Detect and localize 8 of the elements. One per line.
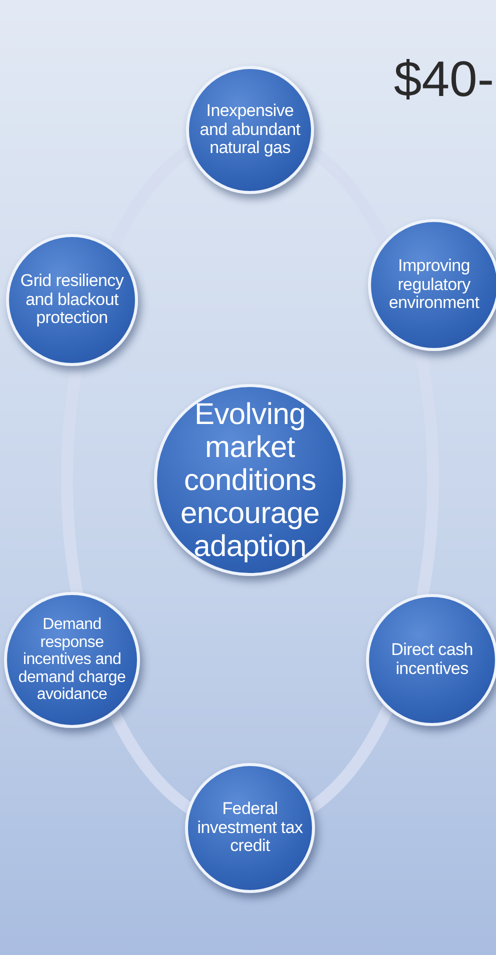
node-text: Evolving market conditions encourage adaption <box>179 398 321 562</box>
node-text: Improving regulatory environment <box>388 256 480 314</box>
node-text: Federal investment tax credit <box>196 800 304 856</box>
node-text: Demand response incentives and demand charge avoidance <box>17 616 127 704</box>
node-text: Grid resiliency and blackout protection <box>19 272 125 328</box>
node-text: Inexpensive and abundant natural gas <box>198 102 302 158</box>
price-text: $40- <box>394 50 494 108</box>
node-text: Direct cash incentives <box>390 641 474 679</box>
